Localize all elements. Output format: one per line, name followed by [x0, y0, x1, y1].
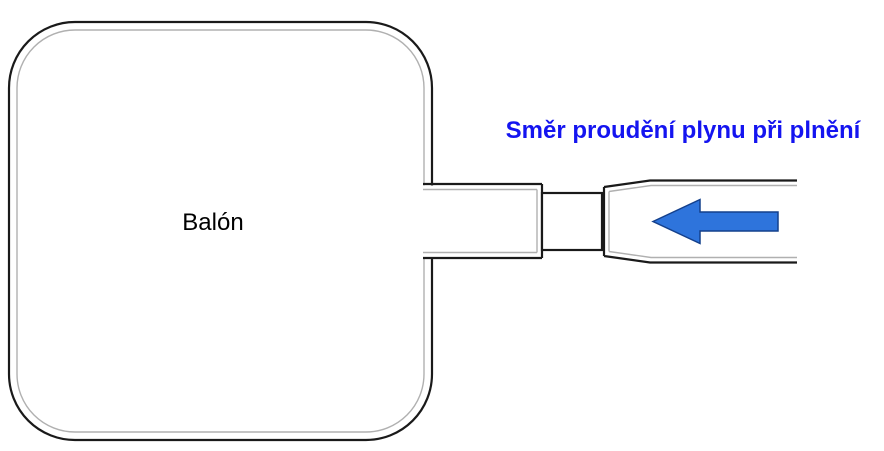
fill-tube	[602, 179, 797, 264]
flow-arrow	[651, 198, 779, 245]
flow-direction-label: Směr proudění plynu při plnění	[506, 117, 862, 144]
valve-connector	[540, 191, 604, 252]
fill-tube-inner-wall	[608, 184, 797, 259]
fill-tube-outer-wall	[602, 179, 797, 264]
neck-inner-wall	[423, 188, 538, 254]
neck-opening	[414, 185, 448, 257]
balloon-label: Balón	[182, 209, 243, 236]
flow-arrow-icon	[651, 198, 779, 245]
